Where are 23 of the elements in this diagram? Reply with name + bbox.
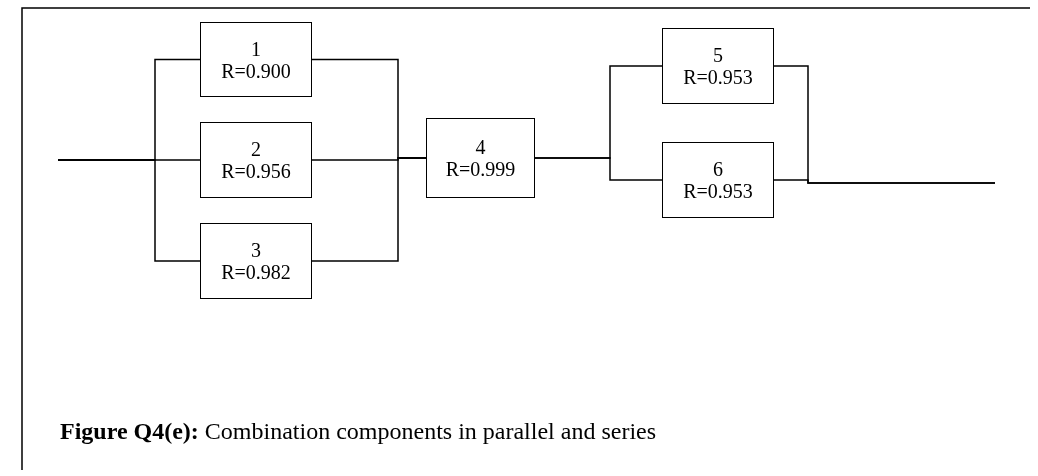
component-box bbox=[200, 22, 312, 97]
component-box bbox=[662, 28, 774, 104]
reliability-value: R=0.953 bbox=[683, 66, 753, 88]
component-number: 5 bbox=[713, 44, 723, 66]
component-number: 3 bbox=[251, 239, 261, 261]
reliability-value: R=0.982 bbox=[221, 261, 291, 283]
connector-line bbox=[57, 159, 201, 262]
reliability-value: R=0.999 bbox=[445, 158, 516, 180]
component-box bbox=[200, 223, 312, 299]
component-box bbox=[200, 122, 312, 198]
reliability-value: R=0.953 bbox=[683, 180, 753, 202]
component-box bbox=[662, 142, 774, 218]
reliability-value: R=0.956 bbox=[221, 160, 291, 182]
component-number: 4 bbox=[475, 136, 486, 158]
component-number: 6 bbox=[713, 158, 723, 180]
component-number: 2 bbox=[251, 138, 261, 160]
component-number: 1 bbox=[251, 37, 261, 60]
figure-caption: Figure Q4(e): Combination components in parallel and series bbox=[60, 418, 657, 445]
connector-line bbox=[311, 157, 427, 262]
connector-line bbox=[773, 179, 996, 184]
component-box bbox=[426, 118, 535, 198]
reliability-value: R=0.900 bbox=[221, 59, 291, 82]
connector-line bbox=[534, 157, 663, 181]
